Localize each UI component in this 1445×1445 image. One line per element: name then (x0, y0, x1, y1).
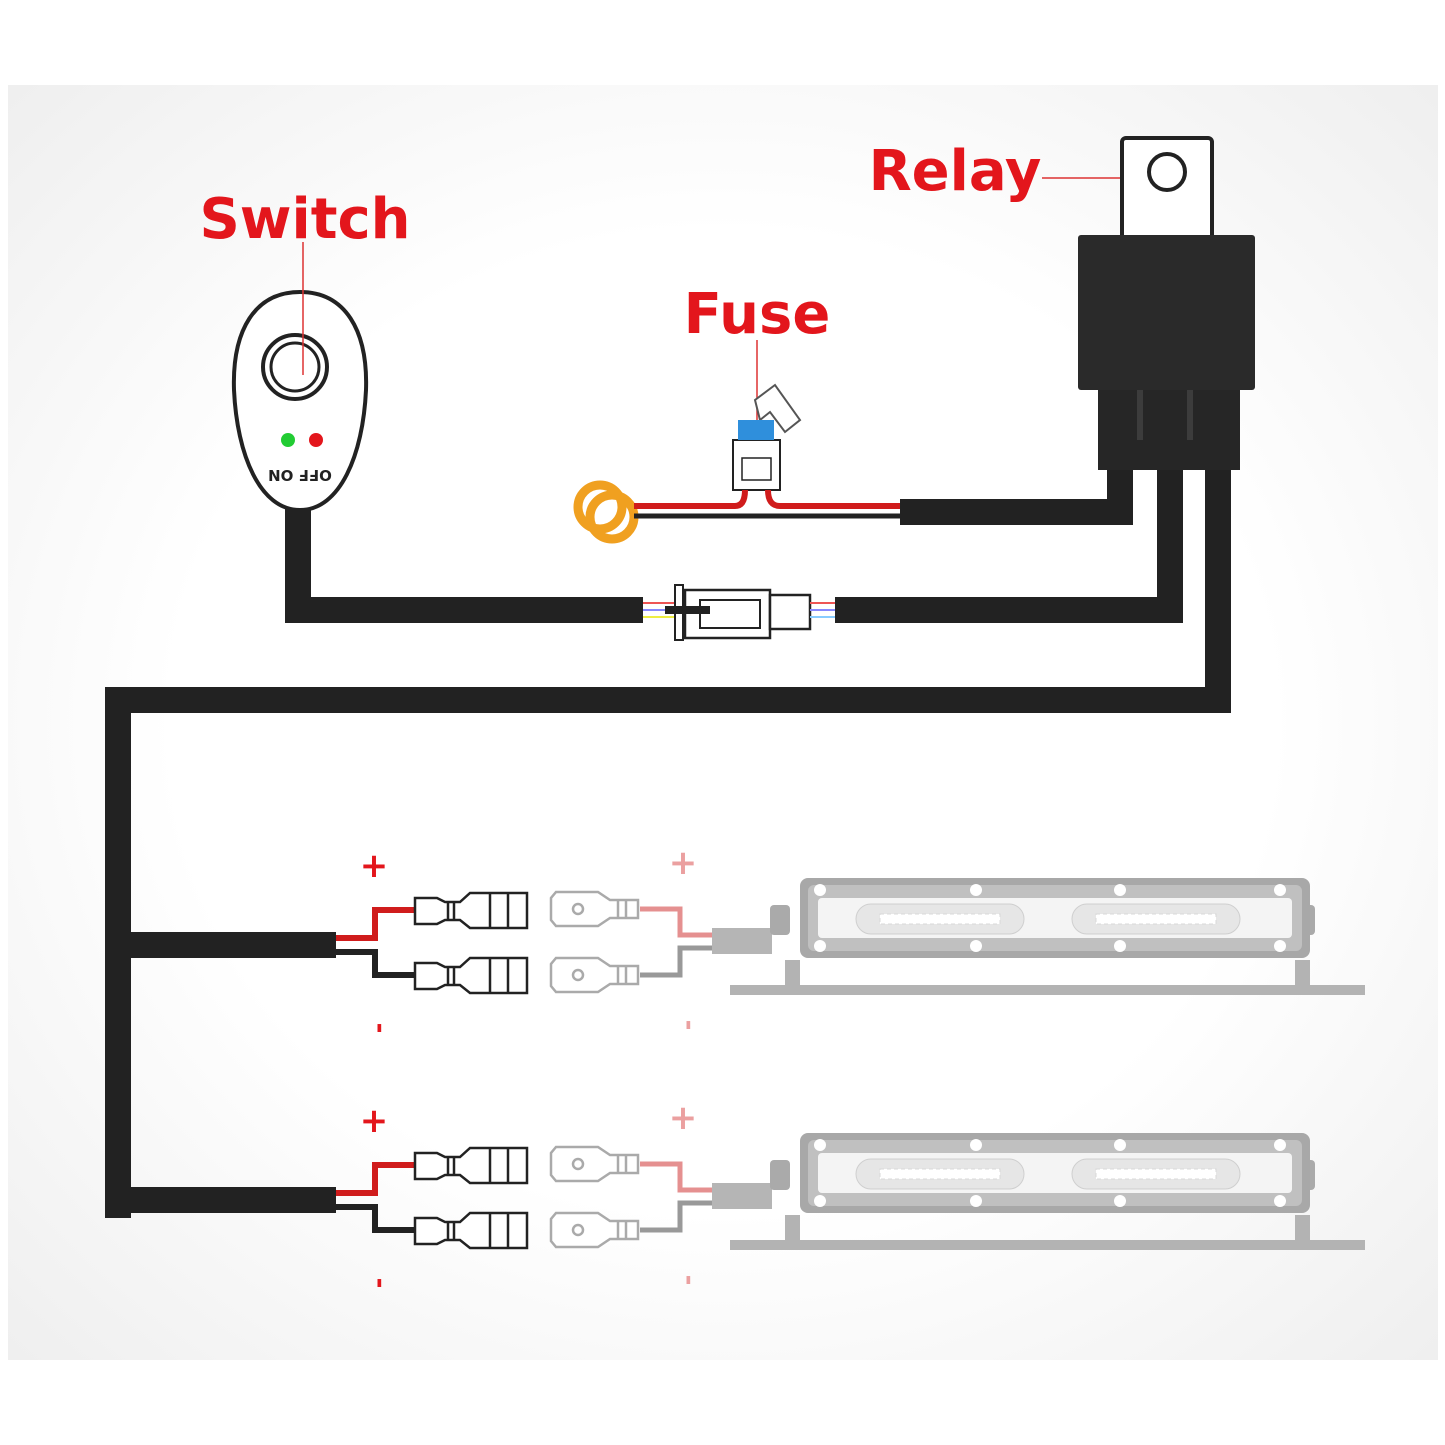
switch-cable (285, 508, 643, 623)
minus-sign: - (365, 1023, 395, 1034)
plus-sign: + (669, 1098, 698, 1138)
switch-button-ring (261, 333, 329, 401)
light-set-2: + + - - (118, 1098, 1365, 1288)
relay-base-groove (1137, 390, 1193, 440)
battery-positive-wire (634, 489, 748, 509)
power-cable (900, 470, 1133, 525)
relay-mount-hole-icon (1147, 152, 1187, 192)
relay-label: Relay (869, 139, 1042, 204)
plus-sign: + (669, 843, 698, 883)
relay-body (1078, 235, 1255, 390)
plus-sign: + (360, 846, 389, 886)
fuse-holder-slot (741, 457, 772, 481)
indicator-red-icon (309, 433, 323, 447)
plus-sign: + (360, 1101, 389, 1141)
plug-connector (643, 584, 835, 641)
light-set-1: + + - - (118, 843, 1365, 1033)
switch-label: Switch (199, 187, 410, 252)
minus-sign: - (674, 1020, 704, 1031)
light-main-cable (105, 470, 1231, 1218)
ring-terminal-icon (573, 480, 627, 534)
minus-sign: - (365, 1278, 395, 1289)
switch-button[interactable] (269, 341, 321, 393)
fused-positive-wire (765, 489, 900, 509)
switch-state-text: OFF ON (268, 466, 332, 484)
relay-base (1098, 390, 1240, 470)
relay-switch-cable (835, 470, 1183, 623)
indicator-green-icon (281, 433, 295, 447)
minus-sign: - (674, 1275, 704, 1286)
fuse-label: Fuse (684, 282, 831, 347)
fuse-icon[interactable] (738, 420, 774, 440)
